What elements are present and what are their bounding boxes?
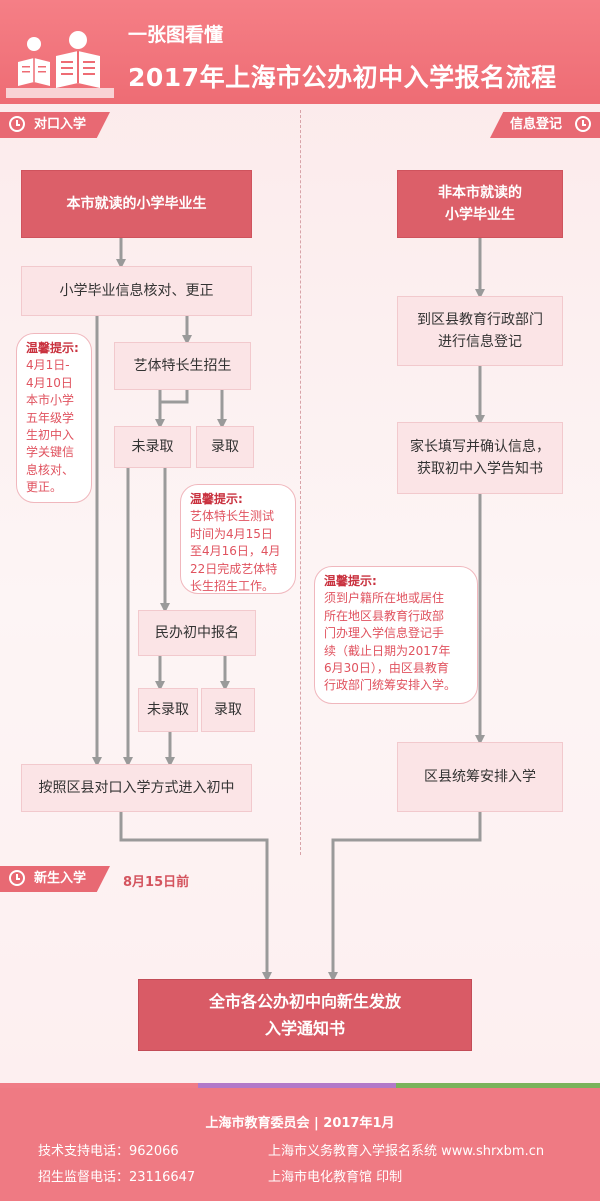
- tag-info-registration-label: 信息登记: [510, 117, 563, 132]
- admission-notice-box: 全市各公办初中向新生发放 入学通知书: [138, 979, 472, 1051]
- tip-title: 温馨提示:: [26, 341, 79, 355]
- private-school-box: 民办初中报名: [138, 610, 256, 656]
- clock-icon: [575, 116, 591, 132]
- column-divider: [300, 110, 301, 855]
- tip-title: 温馨提示:: [190, 492, 243, 506]
- tag-new-student-label: 新生入学: [34, 871, 87, 886]
- tag-local-admission-label: 对口入学: [34, 117, 87, 132]
- tip-title: 温馨提示:: [324, 574, 377, 588]
- printer-credit: 上海市电化教育馆 印制: [268, 1170, 403, 1185]
- tag-info-registration: 信息登记: [490, 112, 600, 138]
- clock-icon: [9, 116, 25, 132]
- local-graduates-box: 本市就读的小学毕业生: [21, 170, 252, 238]
- district-arrange-box: 区县统筹安排入学: [397, 742, 563, 812]
- footer: 上海市教育委员会 | 2017年1月 技术支持电话：962066 招生监督电话：…: [0, 1088, 600, 1201]
- tip-body: 4月1日- 4月10日 本市小学 五年级学 生初中入 学关键信 息核对、 更正。: [26, 358, 75, 495]
- register-box: 到区县教育行政部门 进行信息登记: [397, 296, 563, 366]
- header-banner: 一张图看懂 2017年上海市公办初中入学报名流程: [0, 0, 600, 104]
- supervision-phone: 招生监督电话：23116647: [38, 1170, 196, 1185]
- nonlocal-graduates-box: 非本市就读的 小学毕业生: [397, 170, 563, 238]
- registration-system-link[interactable]: 上海市义务教育入学报名系统 www.shrxbm.cn: [268, 1144, 545, 1159]
- admitted-box-1: 录取: [196, 426, 254, 468]
- clock-icon: [9, 870, 25, 886]
- tech-support-phone: 技术支持电话：962066: [38, 1144, 179, 1159]
- tag-new-student: 新生入学: [0, 866, 110, 892]
- tip-bubble-verify: 温馨提示: 4月1日- 4月10日 本市小学 五年级学 生初中入 学关键信 息核…: [16, 333, 92, 503]
- header-subtitle: 一张图看懂: [128, 24, 224, 46]
- admitted-box-2: 录取: [201, 688, 255, 732]
- footer-organization: 上海市教育委员会 | 2017年1月: [205, 1116, 395, 1131]
- not-admitted-box-1: 未录取: [114, 426, 191, 468]
- tag-local-admission: 对口入学: [0, 112, 110, 138]
- local-enter-box: 按照区县对口入学方式进入初中: [21, 764, 252, 812]
- not-admitted-box-2: 未录取: [138, 688, 198, 732]
- info-verify-box: 小学毕业信息核对、更正: [21, 266, 252, 316]
- tip-body: 艺体特长生测试 时间为4月15日 至4月16日，4月 22日完成艺体特 长生招生…: [190, 509, 281, 593]
- footer-color-stripe: [0, 1083, 600, 1088]
- page-title: 2017年上海市公办初中入学报名流程: [128, 63, 557, 92]
- tip-body: 须到户籍所在地或居住 所在地区县教育行政部 门办理入学信息登记手 续（截止日期为…: [324, 591, 457, 693]
- enrollment-deadline: 8月15日前: [123, 875, 190, 890]
- parent-confirm-box: 家长填写并确认信息， 获取初中入学告知书: [397, 422, 563, 494]
- arts-sports-box: 艺体特长生招生: [114, 342, 251, 390]
- tip-bubble-register: 温馨提示: 须到户籍所在地或居住 所在地区县教育行政部 门办理入学信息登记手 续…: [314, 566, 478, 704]
- reading-student-icon: [6, 31, 114, 98]
- tip-bubble-arts: 温馨提示: 艺体特长生测试 时间为4月15日 至4月16日，4月 22日完成艺体…: [180, 484, 296, 594]
